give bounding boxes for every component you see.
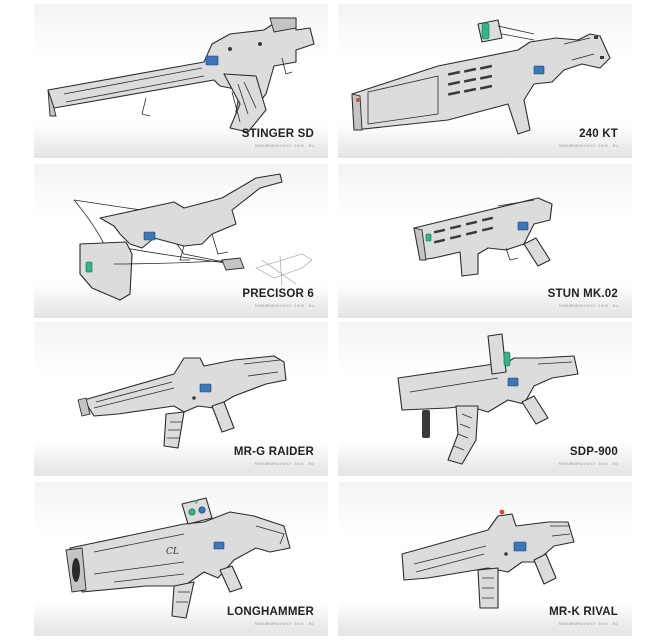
artist-credit: ROMANMARKOVSKIY 2016 .RU (254, 304, 314, 308)
panel-mr-k-rival: MR-K RIVAL ROMANMARKOVSKIY 2016 .RU (338, 482, 632, 636)
panel-stun-mk02: STUN MK.02 ROMANMARKOVSKIY 2016 .RU (338, 164, 632, 318)
panel-sdp-900: SDP-900 ROMANMARKOVSKIY 2016 .RU (338, 322, 632, 476)
artist-credit: ROMANMARKOVSKIY 2016 .RU (558, 622, 618, 626)
panel-stinger-sd: STINGER SD ROMANMARKOVSKIY 2016 .RU (34, 4, 328, 158)
mr-g-raider-weapon-illustration (77, 355, 287, 449)
weapon-name: PRECISOR 6 (242, 288, 314, 300)
weapon-name: STINGER SD (241, 128, 314, 140)
artist-credit: ROMANMARKOVSKIY 2016 .RU (254, 462, 314, 466)
longhammer-weapon-illustration: CL (65, 497, 291, 619)
artist-credit: ROMANMARKOVSKIY 2016 .RU (558, 144, 618, 148)
precisor-6-weapon-illustration (73, 173, 313, 301)
mr-k-rival-weapon-illustration (401, 509, 575, 609)
stun-mk02-weapon-illustration (413, 197, 553, 277)
artist-credit: ROMANMARKOVSKIY 2016 .RU (254, 622, 314, 626)
artist-credit: ROMANMARKOVSKIY 2016 .RU (558, 304, 618, 308)
weapon-name: LONGHAMMER (227, 606, 314, 618)
panel-240-kt: 240 KT ROMANMARKOVSKIY 2016 .RU (338, 4, 632, 158)
sdp-900-weapon-illustration (397, 333, 579, 465)
artist-credit: ROMANMARKOVSKIY 2016 .RU (254, 144, 314, 148)
artist-credit: ROMANMARKOVSKIY 2016 .RU (558, 462, 618, 466)
weapon-name: SDP-900 (569, 446, 618, 458)
weapon-name: STUN MK.02 (547, 288, 618, 300)
stinger-sd-weapon-illustration (47, 17, 315, 133)
panel-longhammer: CL LONGHAMMER ROMANMARKOVSKIY 2016 .RU (34, 482, 328, 636)
weapon-name: MR-G RAIDER (233, 446, 314, 458)
weapon-name: MR-K RIVAL (549, 606, 618, 618)
weapon-name: 240 KT (579, 128, 618, 140)
panel-precisor-6: PRECISOR 6 ROMANMARKOVSKIY 2016 .RU (34, 164, 328, 318)
panel-mr-g-raider: MR-G RAIDER ROMANMARKOVSKIY 2016 .RU (34, 322, 328, 476)
engraving-text: CL (166, 547, 179, 557)
240-kt-weapon-illustration (351, 19, 611, 135)
